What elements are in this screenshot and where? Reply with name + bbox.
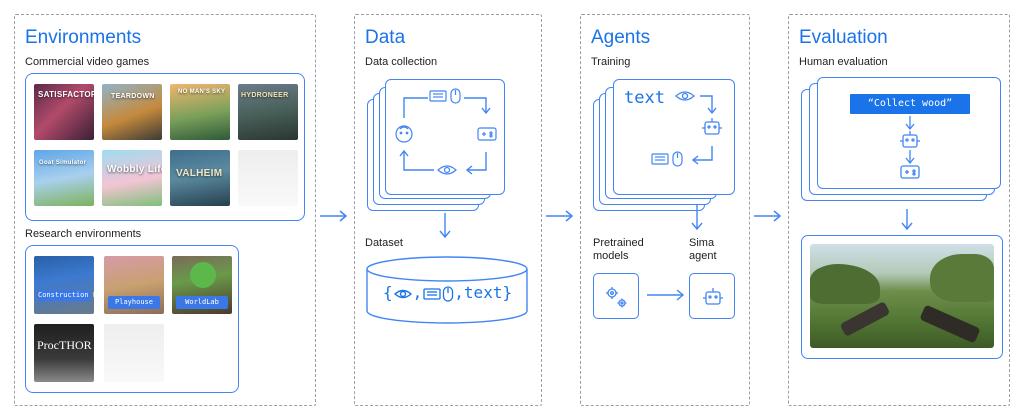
mouse-icon [443, 285, 454, 302]
evaluation-card: “Collect wood” [817, 77, 1001, 189]
arrow-collection-to-dataset [439, 213, 451, 239]
training-card: text [613, 79, 735, 195]
data-title: Data [365, 27, 406, 48]
research-thumb-empty [104, 324, 164, 382]
training-label: Training [591, 56, 631, 68]
data-panel: Data Data collection [354, 14, 542, 406]
evaluation-panel: Evaluation Human evaluation “Collect woo… [788, 14, 1010, 406]
arrow-env-to-data [320, 210, 348, 222]
worldlab-chip: WorldLab [176, 296, 228, 309]
robot-icon [703, 288, 723, 305]
mouse-icon [672, 151, 683, 167]
loop-segment-bottom-right [468, 152, 487, 171]
training-loop [651, 91, 722, 167]
dataset-open-brace: { [383, 283, 393, 302]
dataset-text: text [463, 283, 503, 302]
research-environments-label: Research environments [25, 228, 142, 240]
pretrained-models-box [593, 273, 639, 319]
gameplay-left-arm [839, 301, 891, 337]
game-thumb-teardown: TEARDOWN [102, 84, 162, 140]
eye-icon [675, 91, 695, 101]
data-collection-label: Data collection [365, 56, 438, 68]
game-thumb-wobbly-life: Wobbly Life [102, 150, 162, 206]
playhouse-chip: Playhouse [108, 296, 160, 309]
mouse-icon [450, 88, 461, 104]
sima-agent-box [689, 273, 735, 319]
arrow-agents-to-eval [754, 210, 782, 222]
arrow-eval-to-gameplay [901, 209, 913, 231]
robot-icon [702, 118, 722, 135]
agents-title: Agents [591, 27, 651, 48]
eye-icon [393, 289, 412, 298]
game-thumb-empty [238, 150, 298, 206]
gameplay-scene [810, 244, 994, 348]
instruction-badge: “Collect wood” [850, 94, 970, 114]
loop-segment-bottom-left [403, 152, 434, 171]
evaluation-title: Evaluation [799, 27, 888, 48]
evaluation-flow [900, 116, 920, 179]
commercial-games-box: SATISFACTORY TEARDOWN NO MAN'S SKY HYDRO… [25, 73, 305, 221]
game-thumb-satisfactory: SATISFACTORY [34, 84, 94, 140]
research-thumb-worldlab: WorldLab [172, 256, 232, 314]
arrow-training-to-sima [647, 205, 703, 301]
dataset-label: Dataset [365, 237, 403, 249]
environments-title: Environments [25, 27, 142, 48]
gamepad-icon [900, 165, 920, 179]
game-thumb-no-mans-sky: NO MAN'S SKY [170, 84, 230, 140]
environments-panel: Environments Commercial video games SATI… [14, 14, 316, 406]
agents-panel: Agents Training text [580, 14, 750, 406]
gamepad-icon [477, 127, 497, 141]
gameplay-right-arm [919, 304, 981, 344]
procthor-label: ProcTHOR [37, 338, 92, 352]
game-thumb-valheim: VALHEIM [170, 150, 230, 206]
dataset-contents: {,,text} [383, 283, 513, 302]
loop-segment-top-left [403, 97, 428, 118]
gears-icon [606, 287, 627, 308]
game-thumb-goat-simulator: Goat Simulator [34, 150, 94, 206]
robot-icon [900, 131, 920, 148]
eye-icon [437, 165, 457, 175]
arrow-data-to-agents [546, 210, 574, 222]
game-thumb-hydroneer: HYDRONEER [238, 84, 298, 140]
data-collection-card [385, 79, 505, 195]
loop-segment-top-right [464, 97, 487, 112]
keyboard-icon [423, 287, 441, 300]
gameplay-foliage-left [810, 264, 880, 304]
face-icon [395, 125, 413, 143]
research-thumb-playhouse: Playhouse [104, 256, 164, 314]
construction-lab-chip: Construction Lab [38, 290, 94, 301]
pretrained-models-label: Pretrained models [593, 237, 644, 262]
sima-agent-label: Sima agent [689, 237, 717, 262]
worldlab-object [190, 262, 216, 288]
dataset-cylinder [366, 256, 528, 324]
keyboard-icon [651, 153, 669, 165]
data-collection-loop [395, 88, 497, 175]
human-evaluation-label: Human evaluation [799, 56, 888, 68]
commercial-games-label: Commercial video games [25, 56, 150, 68]
research-environments-box: Construction Lab Playhouse WorldLab Proc… [25, 245, 239, 393]
gameplay-foliage-right [930, 254, 994, 302]
training-text: text [624, 88, 665, 108]
research-thumb-procthor: ProcTHOR [34, 324, 94, 382]
keyboard-icon [429, 90, 447, 102]
gameplay-screenshot-box [801, 235, 1003, 359]
research-thumb-construction-lab: Construction Lab [34, 256, 94, 314]
